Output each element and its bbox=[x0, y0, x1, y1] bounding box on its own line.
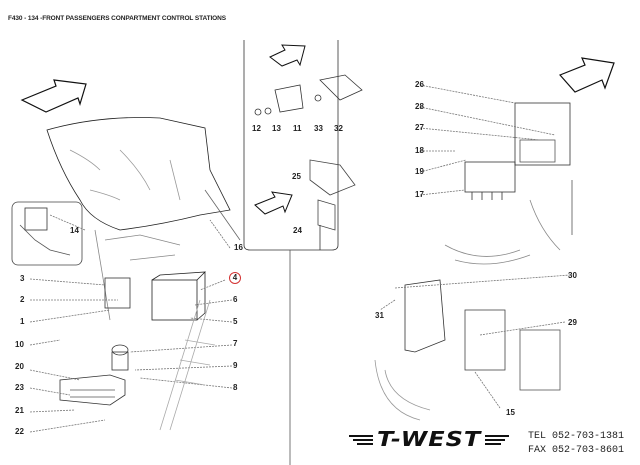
fax-number: FAX 052-703-8601 bbox=[528, 445, 625, 456]
left-wing-icon bbox=[349, 434, 373, 445]
part-label: 14 bbox=[70, 226, 79, 235]
lower-bracket bbox=[59, 374, 126, 406]
part-label: 1 bbox=[20, 317, 25, 326]
part-label: 24 bbox=[293, 226, 302, 235]
brand-logo: T-WEST bbox=[345, 425, 513, 453]
part-label: 27 bbox=[415, 123, 424, 132]
part-label: 15 bbox=[506, 408, 515, 417]
part-label: 11 bbox=[293, 124, 302, 133]
highlighted-part-label[interactable]: 4 bbox=[229, 272, 241, 284]
part-label: 19 bbox=[415, 167, 424, 176]
dashboard-panel bbox=[46, 117, 231, 231]
direction-arrow-icon bbox=[269, 44, 306, 67]
direction-arrow-icon bbox=[558, 57, 615, 93]
part-label: 31 bbox=[375, 311, 384, 320]
part-label: 5 bbox=[233, 317, 238, 326]
part-label: 23 bbox=[15, 383, 24, 392]
part-label: 8 bbox=[233, 383, 238, 392]
part-label: 32 bbox=[334, 124, 343, 133]
part-label: 33 bbox=[314, 124, 323, 133]
part-label: 7 bbox=[233, 339, 238, 348]
direction-arrow-icon bbox=[254, 191, 293, 215]
part-label: 25 bbox=[292, 172, 301, 181]
center-inset-frame bbox=[243, 40, 339, 251]
part-label: 22 bbox=[15, 427, 24, 436]
part-label: 9 bbox=[233, 361, 238, 370]
part-label: 30 bbox=[568, 271, 577, 280]
tel-number: TEL 052-703-1381 bbox=[528, 431, 625, 442]
brand-name: T-WEST bbox=[377, 427, 482, 451]
part-label: 12 bbox=[252, 124, 261, 133]
part-label: 2 bbox=[20, 295, 25, 304]
part-label: 6 bbox=[233, 295, 238, 304]
connector-29 bbox=[519, 329, 561, 391]
part-label: 16 bbox=[234, 243, 243, 252]
contact-info: TEL 052-703-1381 FAX 052-703-8601 bbox=[528, 430, 624, 458]
control-unit-26 bbox=[514, 102, 571, 166]
mounting-bracket bbox=[404, 279, 446, 353]
part-label: 13 bbox=[272, 124, 281, 133]
part-label: 21 bbox=[15, 406, 24, 415]
part-label: 18 bbox=[415, 146, 424, 155]
diagram-title: F430 - 134 -FRONT PASSENGERS CONPARTMENT… bbox=[8, 15, 226, 22]
part-label: 3 bbox=[20, 274, 25, 283]
inset-14-frame bbox=[11, 201, 83, 266]
relay-17 bbox=[464, 161, 516, 193]
control-unit-4 bbox=[151, 279, 198, 321]
part-label: 26 bbox=[415, 80, 424, 89]
part-label: 10 bbox=[15, 340, 24, 349]
part-11-block bbox=[274, 84, 304, 113]
part-label: 28 bbox=[415, 102, 424, 111]
fuse-box bbox=[464, 309, 506, 371]
part-label: 29 bbox=[568, 318, 577, 327]
direction-arrow-icon bbox=[20, 79, 87, 113]
right-wing-icon bbox=[485, 434, 510, 445]
part-label: 17 bbox=[415, 190, 424, 199]
part-label: 20 bbox=[15, 362, 24, 371]
